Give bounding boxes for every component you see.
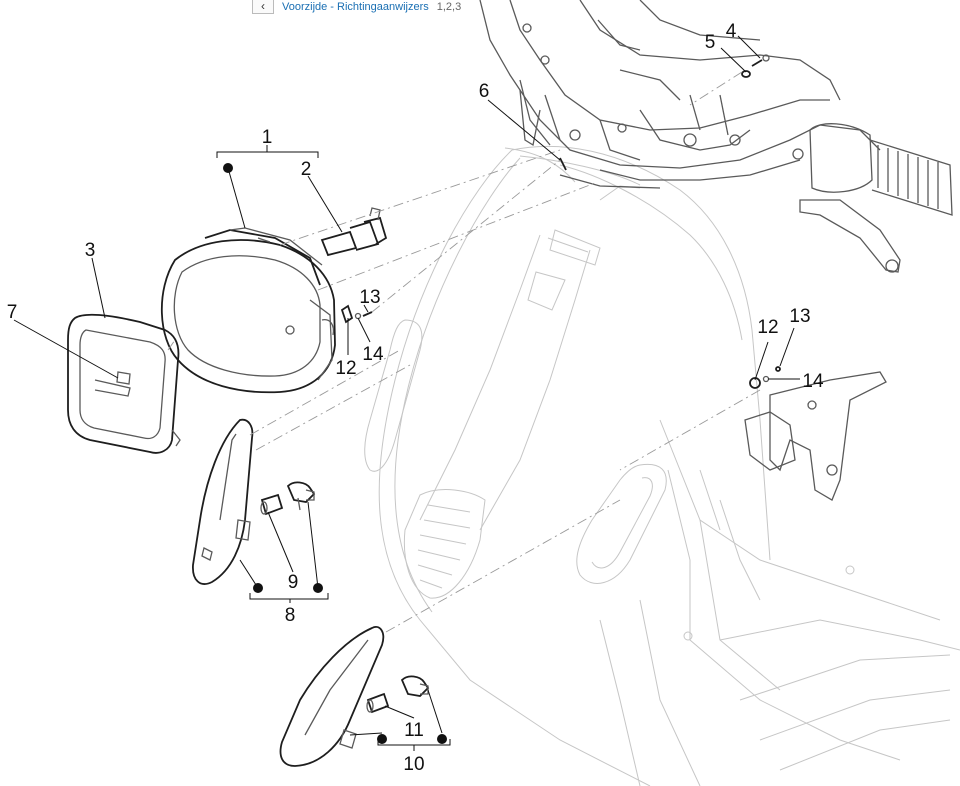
callout-10: 10: [403, 754, 424, 775]
callout-14-right: 14: [802, 371, 824, 392]
callout-13-left: 13: [359, 287, 380, 308]
leader-lines: [13, 35, 800, 751]
callout-3: 3: [85, 240, 96, 261]
back-button[interactable]: ‹: [252, 0, 274, 14]
callout-12-left: 12: [335, 358, 356, 379]
washer-5: [741, 70, 751, 78]
callout-4: 4: [726, 21, 737, 42]
callout-7: 7: [7, 302, 18, 323]
handlebar-assembly: [479, 0, 953, 273]
nut-12-right: [749, 377, 761, 389]
callout-5: 5: [705, 32, 716, 53]
left-indicator: [192, 418, 316, 585]
screw-6: [559, 157, 567, 171]
callout-1: 1: [262, 127, 273, 148]
callout-labels: 1 2 3 4 5 6 7 8 9 10 11 12 12 13 13 14 1…: [7, 21, 824, 775]
callout-8: 8: [285, 605, 296, 626]
front-shield: [364, 145, 960, 786]
callout-2: 2: [301, 159, 312, 180]
callout-11: 11: [404, 720, 424, 741]
assembly-lines: [167, 71, 761, 633]
screw-4: [751, 59, 763, 67]
nut-12-left: [340, 304, 354, 324]
reference-dots: [223, 163, 447, 744]
breadcrumb-suffix: 1,2,3: [436, 0, 462, 13]
screw-13-left: [362, 311, 373, 317]
headlamp-unit: [160, 207, 388, 394]
callout-6: 6: [479, 81, 490, 102]
callout-14-left: 14: [362, 344, 384, 365]
top-toolbar: ‹ Voorzijde - Richtingaanwijzers 1,2,3: [252, 0, 461, 14]
breadcrumb[interactable]: Voorzijde - Richtingaanwijzers: [282, 0, 429, 13]
chevron-left-icon: ‹: [261, 0, 265, 13]
callout-12-right: 12: [757, 317, 778, 338]
small-fasteners: [340, 54, 781, 389]
screw-13-right: [775, 366, 781, 372]
washer-14-left: [354, 312, 362, 320]
callout-13-right: 13: [789, 306, 810, 327]
washer-14-right: [762, 375, 770, 383]
headlamp-rim: [67, 313, 181, 454]
callout-9: 9: [288, 572, 299, 593]
